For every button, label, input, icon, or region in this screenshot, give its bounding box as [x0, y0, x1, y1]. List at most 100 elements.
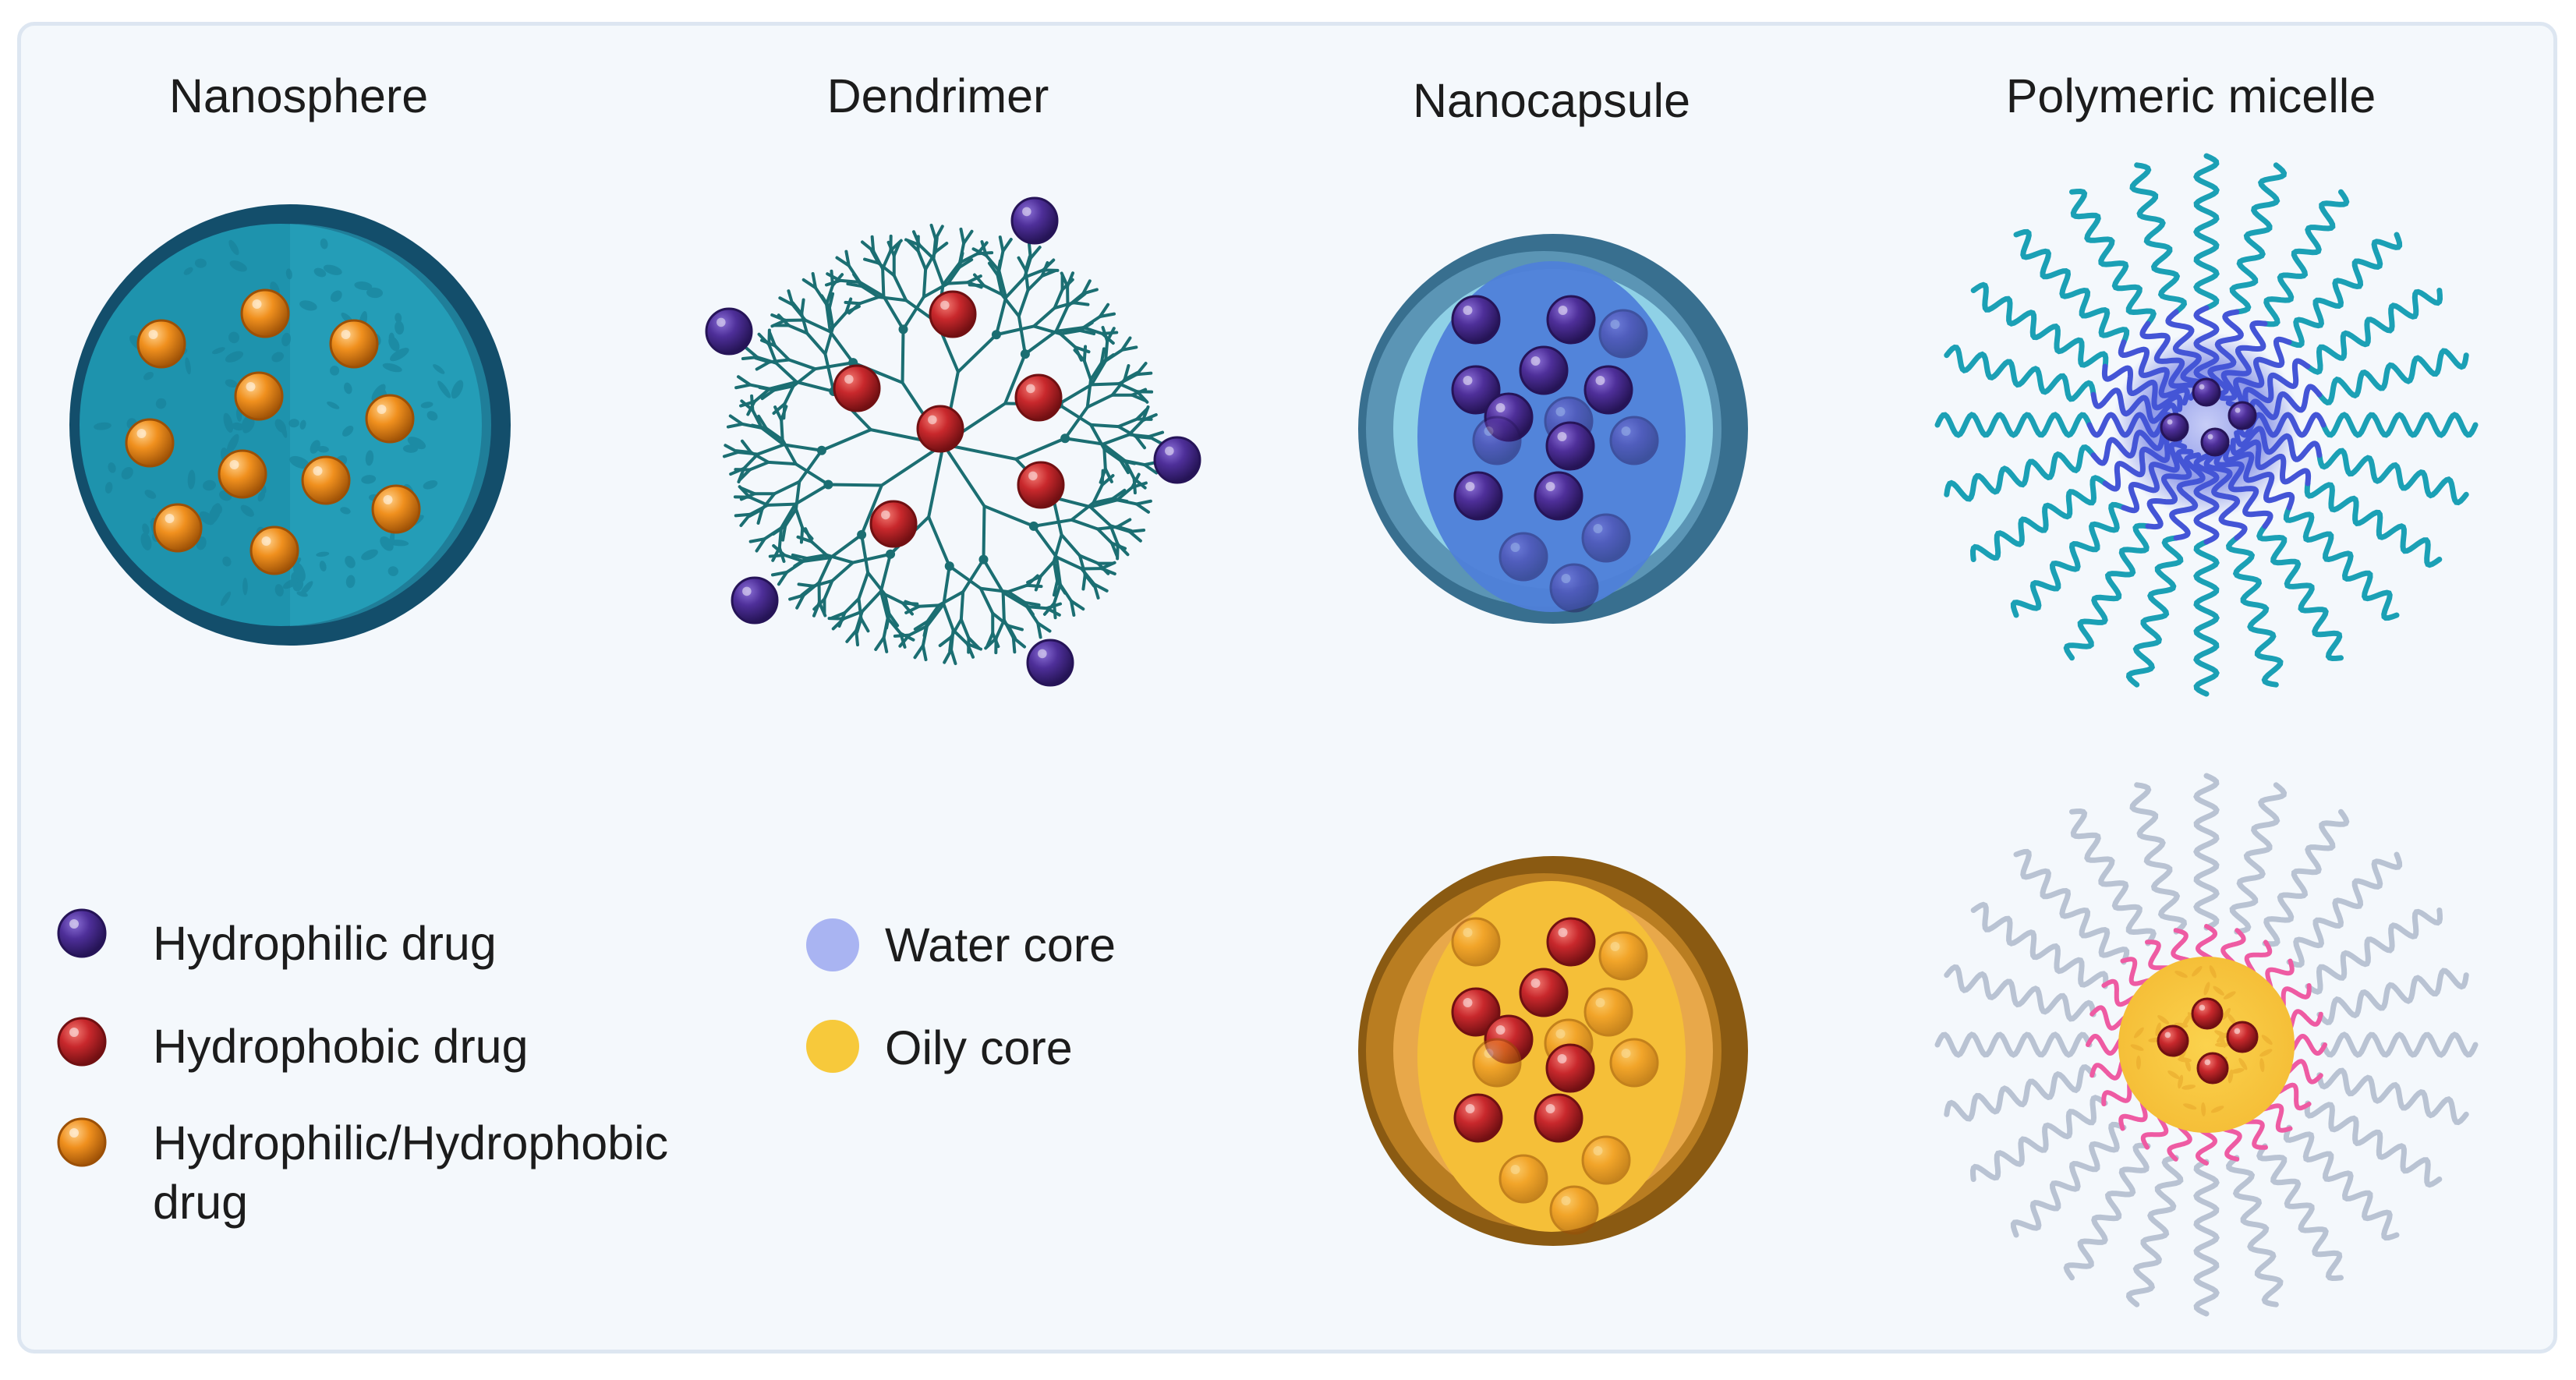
- hydrophilic-drug-particle: [2192, 377, 2221, 407]
- hydrophilic-polymer-chain: [2305, 288, 2443, 375]
- hydrophilic-polymer-chain: [2229, 782, 2288, 935]
- hydrophilic-polymer-chain: [2193, 773, 2220, 931]
- hydrophilic-polymer-chain: [2229, 162, 2288, 315]
- hydrophilic-polymer-chain: [2320, 412, 2479, 438]
- hydrophilic-polymer-chain: [2063, 1142, 2151, 1281]
- hydrophobic-polymer-chain: [2203, 452, 2248, 541]
- hydrophilic-drug-particle: [1546, 295, 1596, 345]
- hydrophilic-polymer-chain: [2129, 162, 2188, 315]
- hydrophilic-drug-particle: [1583, 365, 1633, 415]
- hydrophilic-polymer-chain: [2320, 1031, 2479, 1058]
- hydrophobic-drug-particle: [1014, 373, 1063, 422]
- amphiphilic-drug-particle: [1499, 1154, 1548, 1204]
- hydrophilic-polymer-chain: [2013, 228, 2130, 345]
- hydrophilic-polymer-chain: [2286, 851, 2403, 968]
- hydrophilic-drug-particle: [1545, 421, 1595, 471]
- hydrophilic-polymer-chain: [1970, 281, 2109, 370]
- amphiphilic-drug-particle: [371, 484, 421, 534]
- water-core-swatch: [806, 918, 859, 971]
- hydrophobic-drug-particle: [1546, 917, 1596, 967]
- hydrophilic-polymer-chain: [2193, 153, 2220, 311]
- hydrophilic-polymer-chain: [1969, 1095, 2108, 1182]
- hydrophobic-drug-particle: [2196, 1052, 2229, 1085]
- amphiphilic-drug-particle: [1609, 1038, 1659, 1088]
- hydrophobic-polymer-chain: [2165, 309, 2210, 398]
- hydrophilic-polymer-chain: [2316, 968, 2469, 1026]
- hydrophilic-drug-particle: [2160, 412, 2189, 442]
- hydrophilic-polymer-chain: [2305, 908, 2443, 995]
- hydrophobic-polymer-chain: [2207, 309, 2244, 398]
- legend-hydrophilic-drug: Hydrophilic drug: [153, 917, 497, 970]
- hydrophilic-polymer-chain: [1934, 412, 2093, 438]
- amphiphilic-drug-particle: [218, 449, 267, 499]
- hydrophobic-polymer-chain: [2169, 452, 2206, 541]
- amphiphilic-drug-particle: [1549, 1185, 1599, 1235]
- hydrophobic-drug-particle: [1534, 1093, 1583, 1143]
- hydrophobic-polymer-chain: [2193, 453, 2220, 545]
- hydrophobic-drug-particle: [916, 405, 964, 453]
- hydrophilic-drug-particle: [1010, 196, 1059, 245]
- hydrophilic-polymer-chain: [2283, 504, 2400, 621]
- amphiphilic-drug-particle: [153, 503, 203, 553]
- hydrophilic-drug-particle: [1451, 295, 1501, 345]
- hydrophilic-polymer-chain: [2316, 1067, 2469, 1126]
- hydrophilic-polymer-chain: [2125, 535, 2184, 688]
- hydrophobic-polymer-chain: [2102, 432, 2182, 492]
- hydrophobic-polymer-chain: [2139, 320, 2199, 401]
- hydrophilic-polymer-chain: [2283, 1124, 2400, 1241]
- hydrophilic-polymer-chain: [2256, 1143, 2344, 1282]
- amphiphilic-drug-particle: [301, 455, 351, 505]
- hydrophobic-polymer-chain: [2145, 448, 2194, 530]
- amphiphilic-drug-particle: [249, 525, 299, 575]
- hydrophilic-polymer-chain: [2304, 480, 2443, 568]
- hydrophilic-drug-particle: [1519, 345, 1569, 395]
- hydrophilic-polymer-chain: [1944, 964, 2097, 1022]
- hydrophilic-polymer-chain: [1944, 444, 2097, 502]
- hydrophilic-polymer-chain: [1944, 1063, 2097, 1122]
- hydrophobic-drug-particle: [2191, 997, 2224, 1030]
- hydrophobic-polymer-chain: [2121, 441, 2188, 514]
- legend-hydrophobic-drug: Hydrophobic drug: [153, 1020, 529, 1073]
- hydrophilic-polymer-chain: [1969, 475, 2108, 562]
- hydrophobic-drug-particle: [833, 364, 881, 412]
- hydrophobic-drug-swatch: [57, 1017, 107, 1067]
- amphiphilic-drug-particle: [1451, 917, 1501, 967]
- amphiphilic-drug-particle: [1598, 931, 1648, 981]
- oily-core-swatch: [806, 1020, 859, 1073]
- legend-amphiphilic-drug: Hydrophilic/Hydrophobic drug: [153, 1113, 668, 1233]
- hydrophilic-polymer-chain: [2286, 232, 2403, 349]
- hydrophobic-polymer-chain: [2234, 426, 2323, 462]
- hydrophilic-polymer-chain: [1944, 344, 2097, 402]
- hydrophobic-polymer-chain: [2118, 339, 2190, 406]
- hydrophobic-polymer-chain: [2225, 336, 2292, 409]
- hydrophilic-drug-particle: [1549, 563, 1599, 613]
- amphiphilic-drug-particle: [329, 319, 379, 369]
- hydrophilic-polymer-chain: [2304, 1100, 2443, 1188]
- hydrophobic-drug-particle: [2226, 1021, 2259, 1053]
- hydrophilic-polymer-chain: [2225, 535, 2284, 688]
- hydrophilic-polymer-chain: [2010, 1121, 2127, 1238]
- hydrophilic-drug-particle: [1453, 471, 1503, 521]
- hydrophilic-polymer-chain: [2225, 1155, 2284, 1307]
- hydrophobic-polymer-chain: [2090, 422, 2179, 466]
- hydrophobic-drug-particle: [1545, 1043, 1595, 1093]
- dendrimer-title: Dendrimer: [826, 69, 1049, 122]
- hydrophobic-polymer-chain: [2219, 320, 2268, 402]
- amphiphilic-drug-particle: [240, 288, 290, 338]
- hydrophilic-drug-particle: [1581, 513, 1631, 563]
- hydrophilic-polymer-chain: [2316, 348, 2469, 406]
- hydrophilic-polymer-chain: [2262, 809, 2350, 947]
- polymeric-micelle-title: Polymeric micelle: [2005, 69, 2376, 122]
- amphiphilic-drug-swatch: [57, 1117, 107, 1167]
- hydrophilic-drug-particle: [1499, 532, 1548, 582]
- hydrophilic-polymer-chain: [2063, 522, 2151, 661]
- hydrophobic-drug-particle: [1451, 987, 1501, 1037]
- hydrophilic-drug-particle: [1598, 309, 1648, 359]
- hydrophilic-polymer-chain: [2193, 1159, 2220, 1317]
- hydrophilic-drug-particle: [1534, 471, 1583, 521]
- hydrophobic-polymer-chain: [2230, 437, 2312, 487]
- hydrophilic-drug-particle: [2200, 427, 2230, 457]
- nanocapsule-title: Nanocapsule: [1412, 74, 1691, 127]
- hydrophilic-drug-particle: [1451, 365, 1501, 415]
